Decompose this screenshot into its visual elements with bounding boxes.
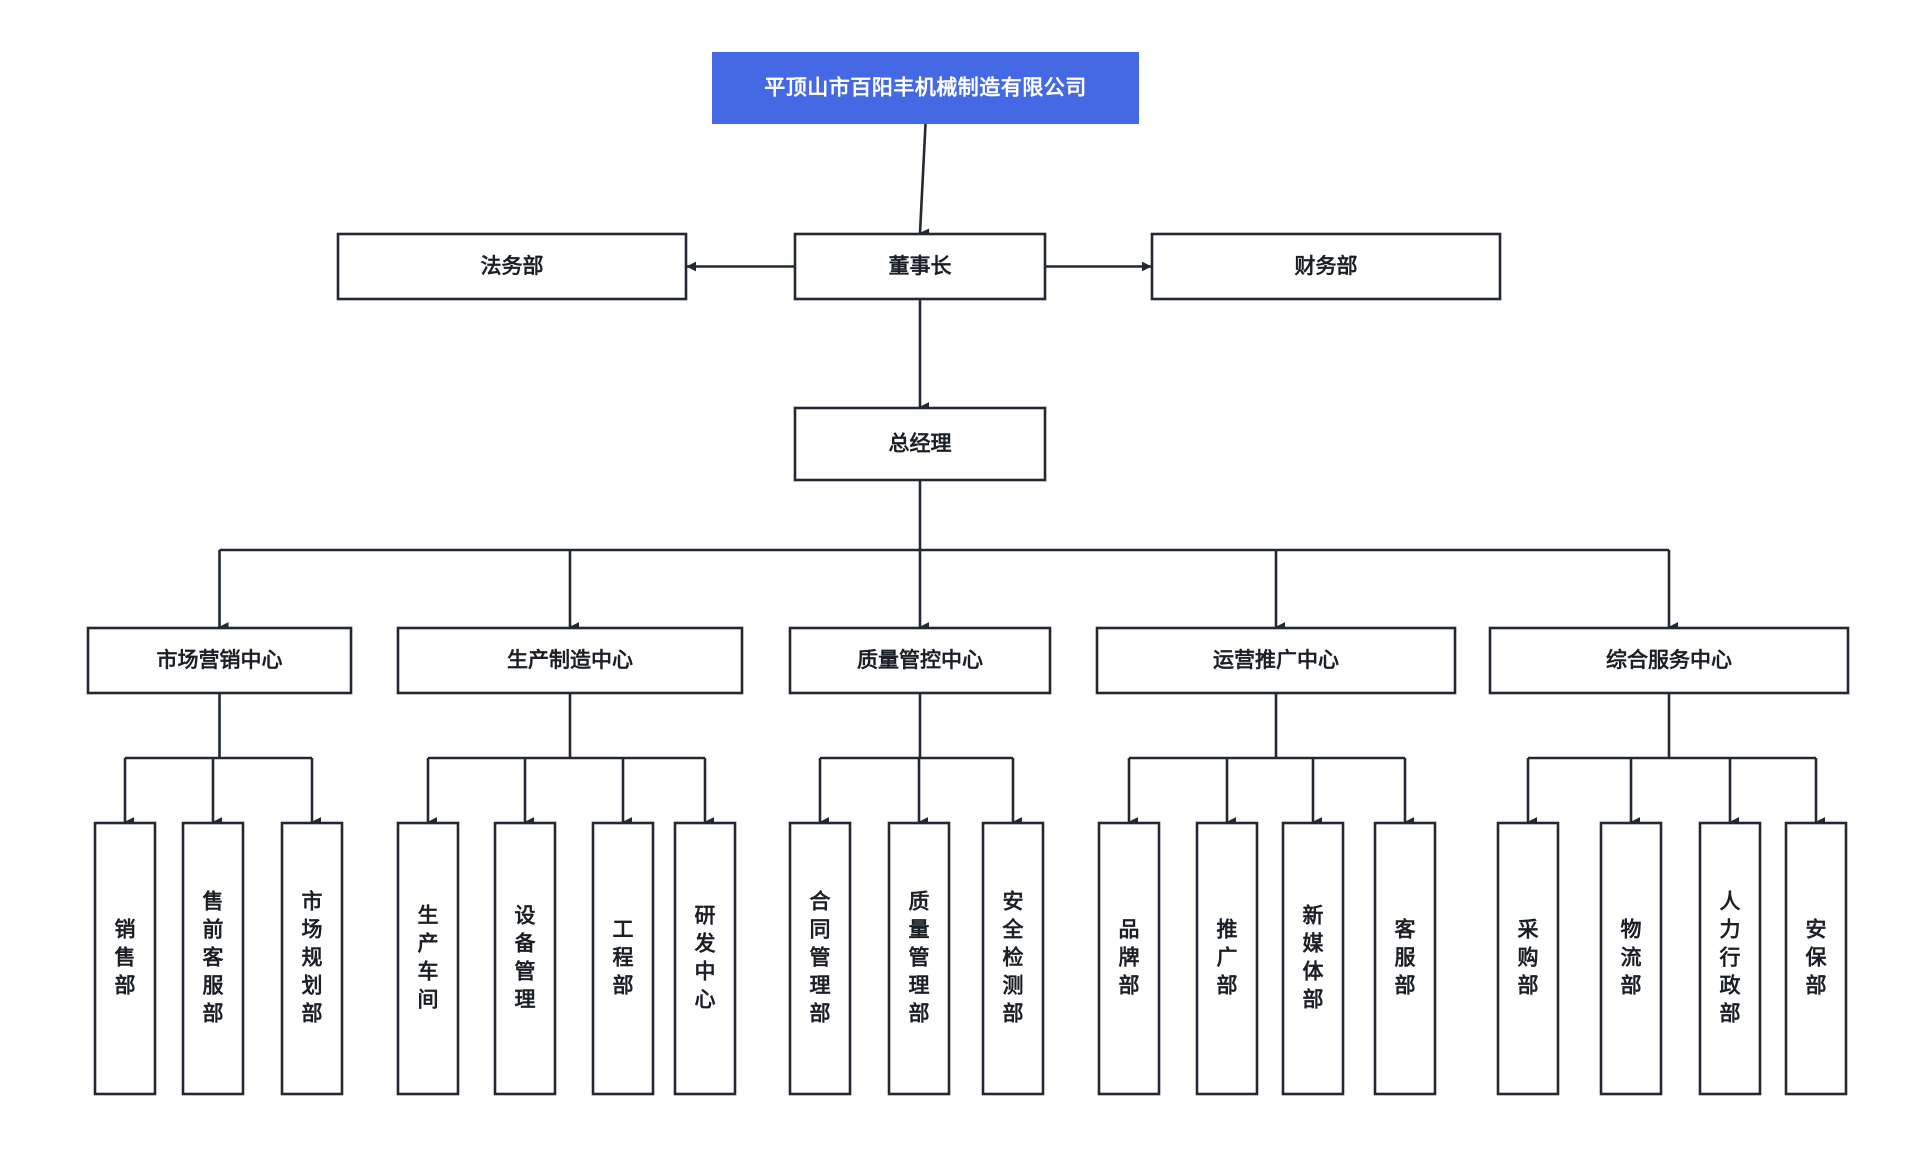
center-node-3[interactable]: 质量管控中心 [788, 626, 1052, 695]
department-node-3-1[interactable]: 合同管理部 [788, 821, 852, 1096]
department-node-1-2-box[interactable] [181, 821, 245, 1096]
department-node-legal[interactable]: 法务部 [336, 232, 688, 301]
department-node-3-2-label: 质量管理部 [909, 890, 930, 1025]
department-node-5-1-label: 采购部 [1518, 918, 1539, 997]
department-node-5-3[interactable]: 人力行政部 [1698, 821, 1762, 1096]
department-node-2-1-box[interactable] [396, 821, 460, 1096]
department-node-4-1-label: 品牌部 [1119, 918, 1140, 997]
executive-node-chairman-label: 董事长 [889, 254, 953, 278]
department-node-4-2-box[interactable] [1195, 821, 1259, 1096]
department-node-5-3-box[interactable] [1698, 821, 1762, 1096]
department-node-3-3[interactable]: 安全检测部 [981, 821, 1045, 1096]
department-node-5-4-box[interactable] [1784, 821, 1848, 1096]
center-node-3-label: 质量管控中心 [857, 648, 983, 672]
department-node-4-1-box[interactable] [1097, 821, 1161, 1096]
executive-node-chairman[interactable]: 董事长 [793, 232, 1047, 301]
department-node-1-3[interactable]: 市场规划部 [280, 821, 344, 1096]
department-node-2-3-box[interactable] [591, 821, 655, 1096]
department-node-4-3-box[interactable] [1281, 821, 1345, 1096]
company-root-node[interactable]: 平顶山市百阳丰机械制造有限公司 [712, 52, 1139, 124]
department-node-4-4-label: 客服部 [1395, 917, 1417, 997]
department-node-4-1[interactable]: 品牌部 [1097, 821, 1161, 1096]
department-node-finance-box[interactable] [1150, 232, 1502, 301]
department-node-4-2[interactable]: 推广部 [1195, 821, 1259, 1096]
department-node-finance-label: 财务部 [1295, 254, 1358, 278]
department-node-5-2[interactable]: 物流部 [1599, 821, 1663, 1096]
department-node-3-2-box[interactable] [887, 821, 951, 1096]
department-node-2-3-label: 工程部 [613, 918, 634, 997]
department-node-3-3-box[interactable] [981, 821, 1045, 1096]
company-root-node-label: 平顶山市百阳丰机械制造有限公司 [764, 76, 1087, 100]
center-node-1-label: 市场营销中心 [157, 648, 283, 672]
department-node-2-2[interactable]: 设备管理 [493, 821, 557, 1096]
center-node-2-label: 生产制造中心 [507, 648, 633, 672]
executive-node-general-manager-box[interactable] [793, 406, 1047, 482]
center-node-4-box[interactable] [1095, 626, 1457, 695]
department-node-5-3-label: 人力行政部 [1719, 890, 1742, 1025]
center-node-5-label: 综合服务中心 [1606, 648, 1732, 672]
department-node-2-3[interactable]: 工程部 [591, 821, 655, 1096]
department-node-2-1-label: 生产车间 [418, 903, 439, 1011]
department-node-2-2-label: 设备管理 [514, 904, 537, 1011]
department-node-3-3-label: 安全检测部 [1002, 889, 1025, 1025]
department-node-legal-box[interactable] [336, 232, 688, 301]
center-node-2[interactable]: 生产制造中心 [396, 626, 744, 695]
connector-layer [123, 123, 1826, 827]
department-node-1-3-label: 市场规划部 [302, 889, 323, 1025]
department-node-5-1[interactable]: 采购部 [1496, 821, 1560, 1096]
department-node-1-2-label: 售前客服部 [203, 889, 225, 1025]
department-node-4-4[interactable]: 客服部 [1373, 821, 1437, 1096]
executive-node-chairman-box[interactable] [793, 232, 1047, 301]
department-node-1-1[interactable]: 销售部 [93, 821, 157, 1096]
department-node-2-4-box[interactable] [673, 821, 737, 1096]
connector-line [918, 123, 930, 239]
department-node-5-2-box[interactable] [1599, 821, 1663, 1096]
department-node-1-2[interactable]: 售前客服部 [181, 821, 245, 1096]
department-node-5-2-label: 物流部 [1621, 917, 1642, 997]
department-node-finance[interactable]: 财务部 [1150, 232, 1502, 301]
department-node-3-1-label: 合同管理部 [810, 889, 832, 1025]
department-node-1-3-box[interactable] [280, 821, 344, 1096]
center-node-1-box[interactable] [86, 626, 353, 695]
department-node-1-1-label: 销售部 [115, 917, 136, 997]
department-node-3-2[interactable]: 质量管理部 [887, 821, 951, 1096]
center-node-1[interactable]: 市场营销中心 [86, 626, 353, 695]
department-node-5-4-label: 安保部 [1805, 917, 1828, 997]
department-node-2-4-label: 研发中心 [694, 904, 717, 1011]
center-node-2-box[interactable] [396, 626, 744, 695]
center-node-5[interactable]: 综合服务中心 [1488, 626, 1850, 695]
center-node-5-box[interactable] [1488, 626, 1850, 695]
department-node-4-4-box[interactable] [1373, 821, 1437, 1096]
department-node-4-3-label: 新媒体部 [1303, 903, 1325, 1011]
executive-node-general-manager-label: 总经理 [889, 432, 952, 456]
department-node-2-1[interactable]: 生产车间 [396, 821, 460, 1096]
department-node-5-4[interactable]: 安保部 [1784, 821, 1848, 1096]
department-node-4-2-label: 推广部 [1217, 918, 1238, 997]
center-node-4-label: 运营推广中心 [1213, 648, 1339, 672]
department-node-2-2-box[interactable] [493, 821, 557, 1096]
executive-node-general-manager[interactable]: 总经理 [793, 406, 1047, 482]
department-node-1-1-box[interactable] [93, 821, 157, 1096]
company-root-node-box[interactable] [712, 52, 1139, 124]
department-node-2-4[interactable]: 研发中心 [673, 821, 737, 1096]
department-node-5-1-box[interactable] [1496, 821, 1560, 1096]
department-node-4-3[interactable]: 新媒体部 [1281, 821, 1345, 1096]
center-node-4[interactable]: 运营推广中心 [1095, 626, 1457, 695]
department-node-legal-label: 法务部 [481, 254, 544, 278]
center-node-3-box[interactable] [788, 626, 1052, 695]
department-node-3-1-box[interactable] [788, 821, 852, 1096]
